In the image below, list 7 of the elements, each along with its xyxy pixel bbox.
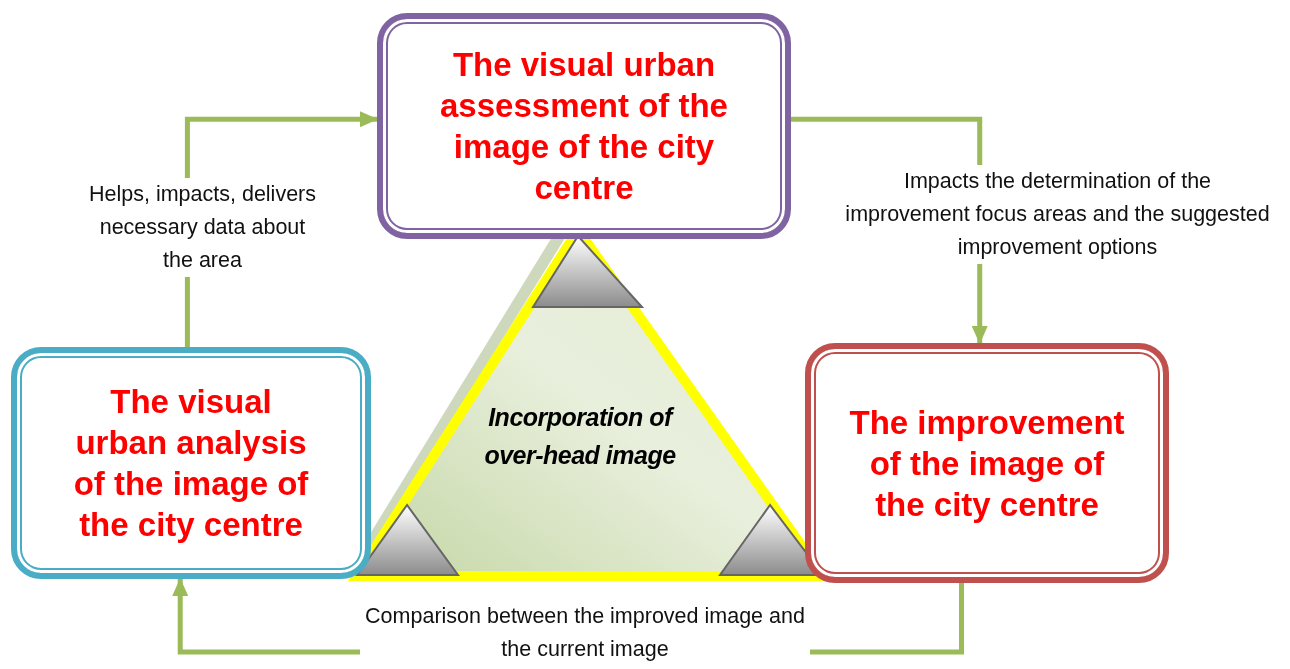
box-title: The improvement of the image of the city centre (849, 402, 1125, 525)
rounded-box (377, 13, 791, 239)
box-title: The visual urban analysis of the image of the city centre (72, 382, 310, 545)
rounded-box (11, 347, 371, 579)
rounded-box (805, 343, 1169, 583)
box-title: The visual urban assessment of the image of the city centre (439, 45, 729, 208)
triangle-label: Incorporation of over-head image (483, 402, 677, 471)
